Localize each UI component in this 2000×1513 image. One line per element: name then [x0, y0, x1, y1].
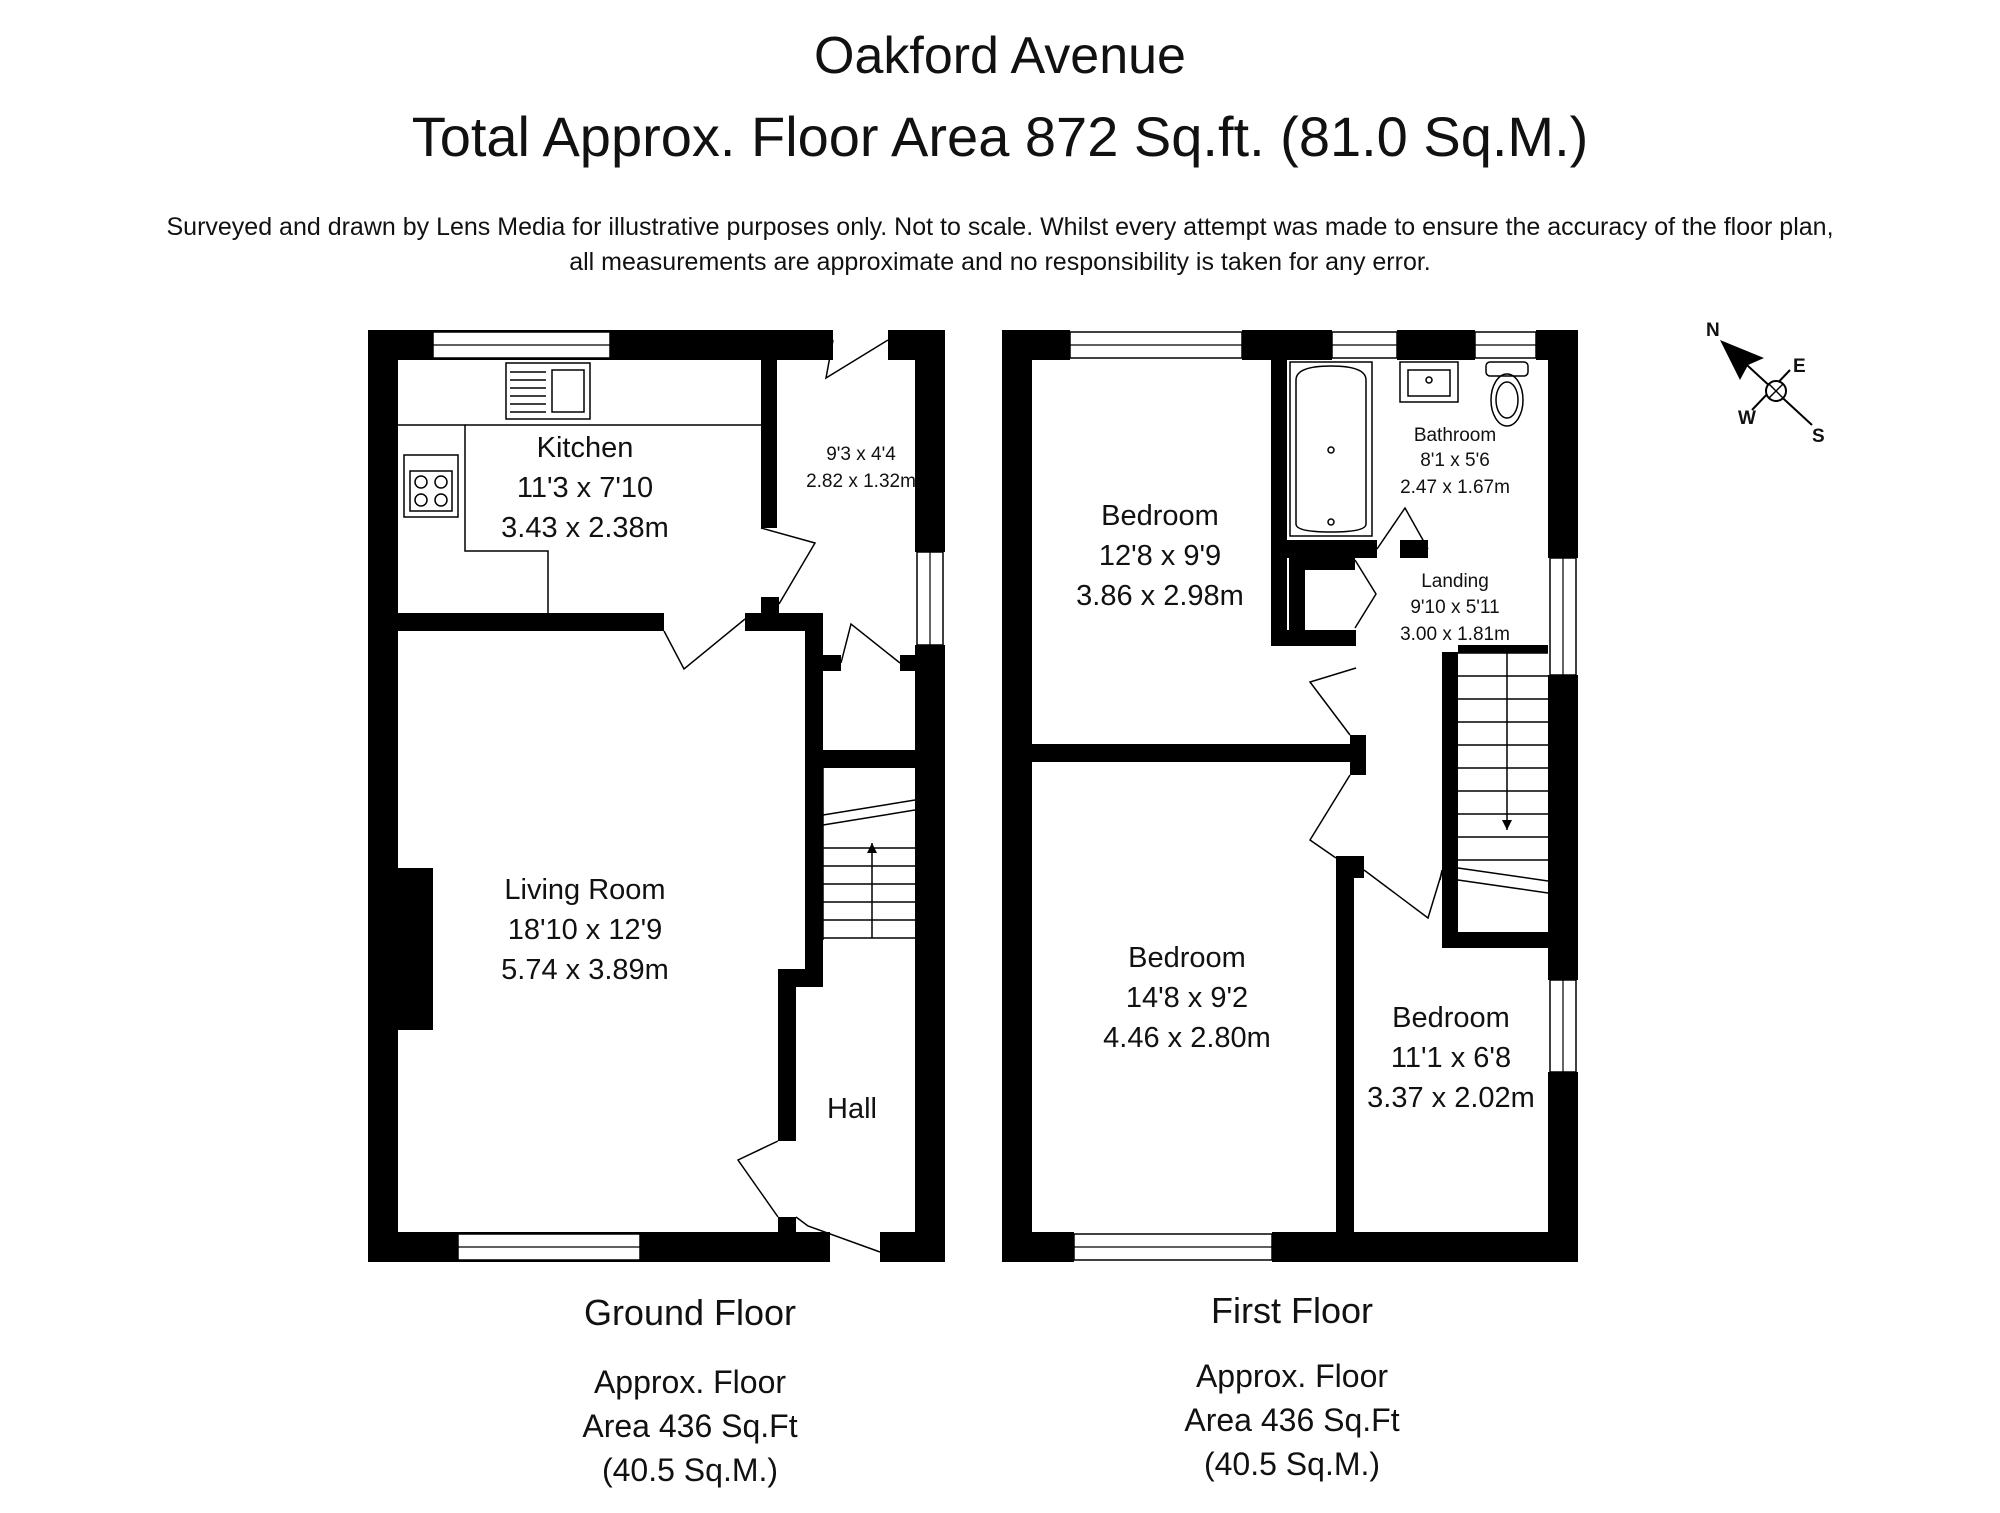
disclaimer-line-1: Surveyed and drawn by Lens Media for ill… — [166, 213, 1834, 241]
ground-floor-label: Ground Floor — [584, 1292, 796, 1333]
ground-floor-labels: Kitchen 11'3 x 7'10 3.43 x 2.38m 9'3 x 4… — [501, 432, 916, 1488]
first-floor-windows — [1069, 331, 1577, 1261]
living-room-imperial: 18'10 x 12'9 — [508, 914, 663, 946]
disclaimer-line-2: all measurements are approximate and no … — [569, 248, 1431, 276]
total-floor-area: Total Approx. Floor Area 872 Sq.ft. (81.… — [411, 105, 1589, 168]
living-room-name: Living Room — [504, 874, 665, 906]
kitchen-worktop — [398, 424, 549, 613]
compass-east: E — [1793, 356, 1806, 377]
bedroom3-name: Bedroom — [1392, 1002, 1510, 1034]
compass-icon: N E W S — [1706, 320, 1825, 447]
ground-floor-area-line-3: (40.5 Sq.M.) — [602, 1452, 778, 1488]
porch-hall-door — [840, 622, 901, 664]
porch-metric: 2.82 x 1.32m — [806, 471, 916, 492]
first-floor-labels: Bedroom 12'8 x 9'9 3.86 x 2.98m Bathroom… — [1076, 425, 1535, 1482]
first-floor-area-line-1: Approx. Floor — [1196, 1358, 1388, 1394]
bedroom2-metric: 4.46 x 2.80m — [1103, 1022, 1271, 1054]
cupboard-door — [1354, 559, 1377, 629]
hall-name: Hall — [827, 1093, 877, 1125]
bedroom1-metric: 3.86 x 2.98m — [1076, 580, 1244, 612]
kitchen-living-door — [663, 618, 746, 671]
bedroom1-door — [1308, 667, 1357, 736]
living-room-metric: 5.74 x 3.89m — [501, 954, 669, 986]
first-floor-area-line-3: (40.5 Sq.M.) — [1204, 1446, 1380, 1482]
ground-floor-area-line-1: Approx. Floor — [594, 1364, 786, 1400]
toilet-icon — [1485, 361, 1529, 427]
first-floor-plan — [1002, 330, 1578, 1262]
front-entrance-door — [795, 1216, 881, 1253]
first-floor-area-line-2: Area 436 Sq.Ft — [1184, 1402, 1399, 1438]
landing-imperial: 9'10 x 5'11 — [1410, 597, 1499, 618]
sink-icon — [505, 362, 591, 420]
first-floor-stairs — [1439, 652, 1549, 894]
basin-icon — [1399, 361, 1459, 403]
bedroom3-imperial: 11'1 x 6'8 — [1391, 1042, 1511, 1074]
bedroom2-name: Bedroom — [1128, 942, 1246, 974]
porch-imperial: 9'3 x 4'4 — [826, 444, 896, 465]
front-porch-door — [824, 339, 889, 380]
ground-floor-area-line-2: Area 436 Sq.Ft — [582, 1408, 797, 1444]
kitchen-name: Kitchen — [537, 432, 634, 464]
hall-living-door — [736, 1140, 779, 1218]
ground-floor-stairs — [822, 768, 916, 940]
bedroom3-door — [1363, 869, 1443, 920]
kitchen-metric: 3.43 x 2.38m — [501, 512, 669, 544]
hob-icon — [403, 454, 459, 518]
bathroom-door — [1376, 506, 1429, 550]
bathroom-name: Bathroom — [1414, 425, 1496, 446]
bedroom2-imperial: 14'8 x 9'2 — [1126, 982, 1248, 1014]
bathroom-metric: 2.47 x 1.67m — [1400, 477, 1510, 498]
bedroom1-imperial: 12'8 x 9'9 — [1099, 540, 1221, 572]
bedroom3-metric: 3.37 x 2.02m — [1367, 1082, 1535, 1114]
kitchen-imperial: 11'3 x 7'10 — [517, 472, 653, 504]
compass-south: S — [1812, 426, 1825, 447]
compass-north: N — [1706, 320, 1720, 341]
kitchen-porch-door — [760, 527, 817, 605]
landing-metric: 3.00 x 1.81m — [1400, 624, 1510, 645]
plan-title: Oakford Avenue — [814, 27, 1186, 85]
landing-name: Landing — [1421, 571, 1489, 592]
compass-west: W — [1738, 408, 1756, 429]
bedroom2-door — [1308, 774, 1351, 859]
ground-floor-plan — [368, 330, 945, 1262]
bedroom1-name: Bedroom — [1101, 500, 1219, 532]
bath-icon — [1289, 361, 1373, 537]
first-floor-label: First Floor — [1211, 1290, 1373, 1331]
bathroom-imperial: 8'1 x 5'6 — [1420, 450, 1490, 471]
